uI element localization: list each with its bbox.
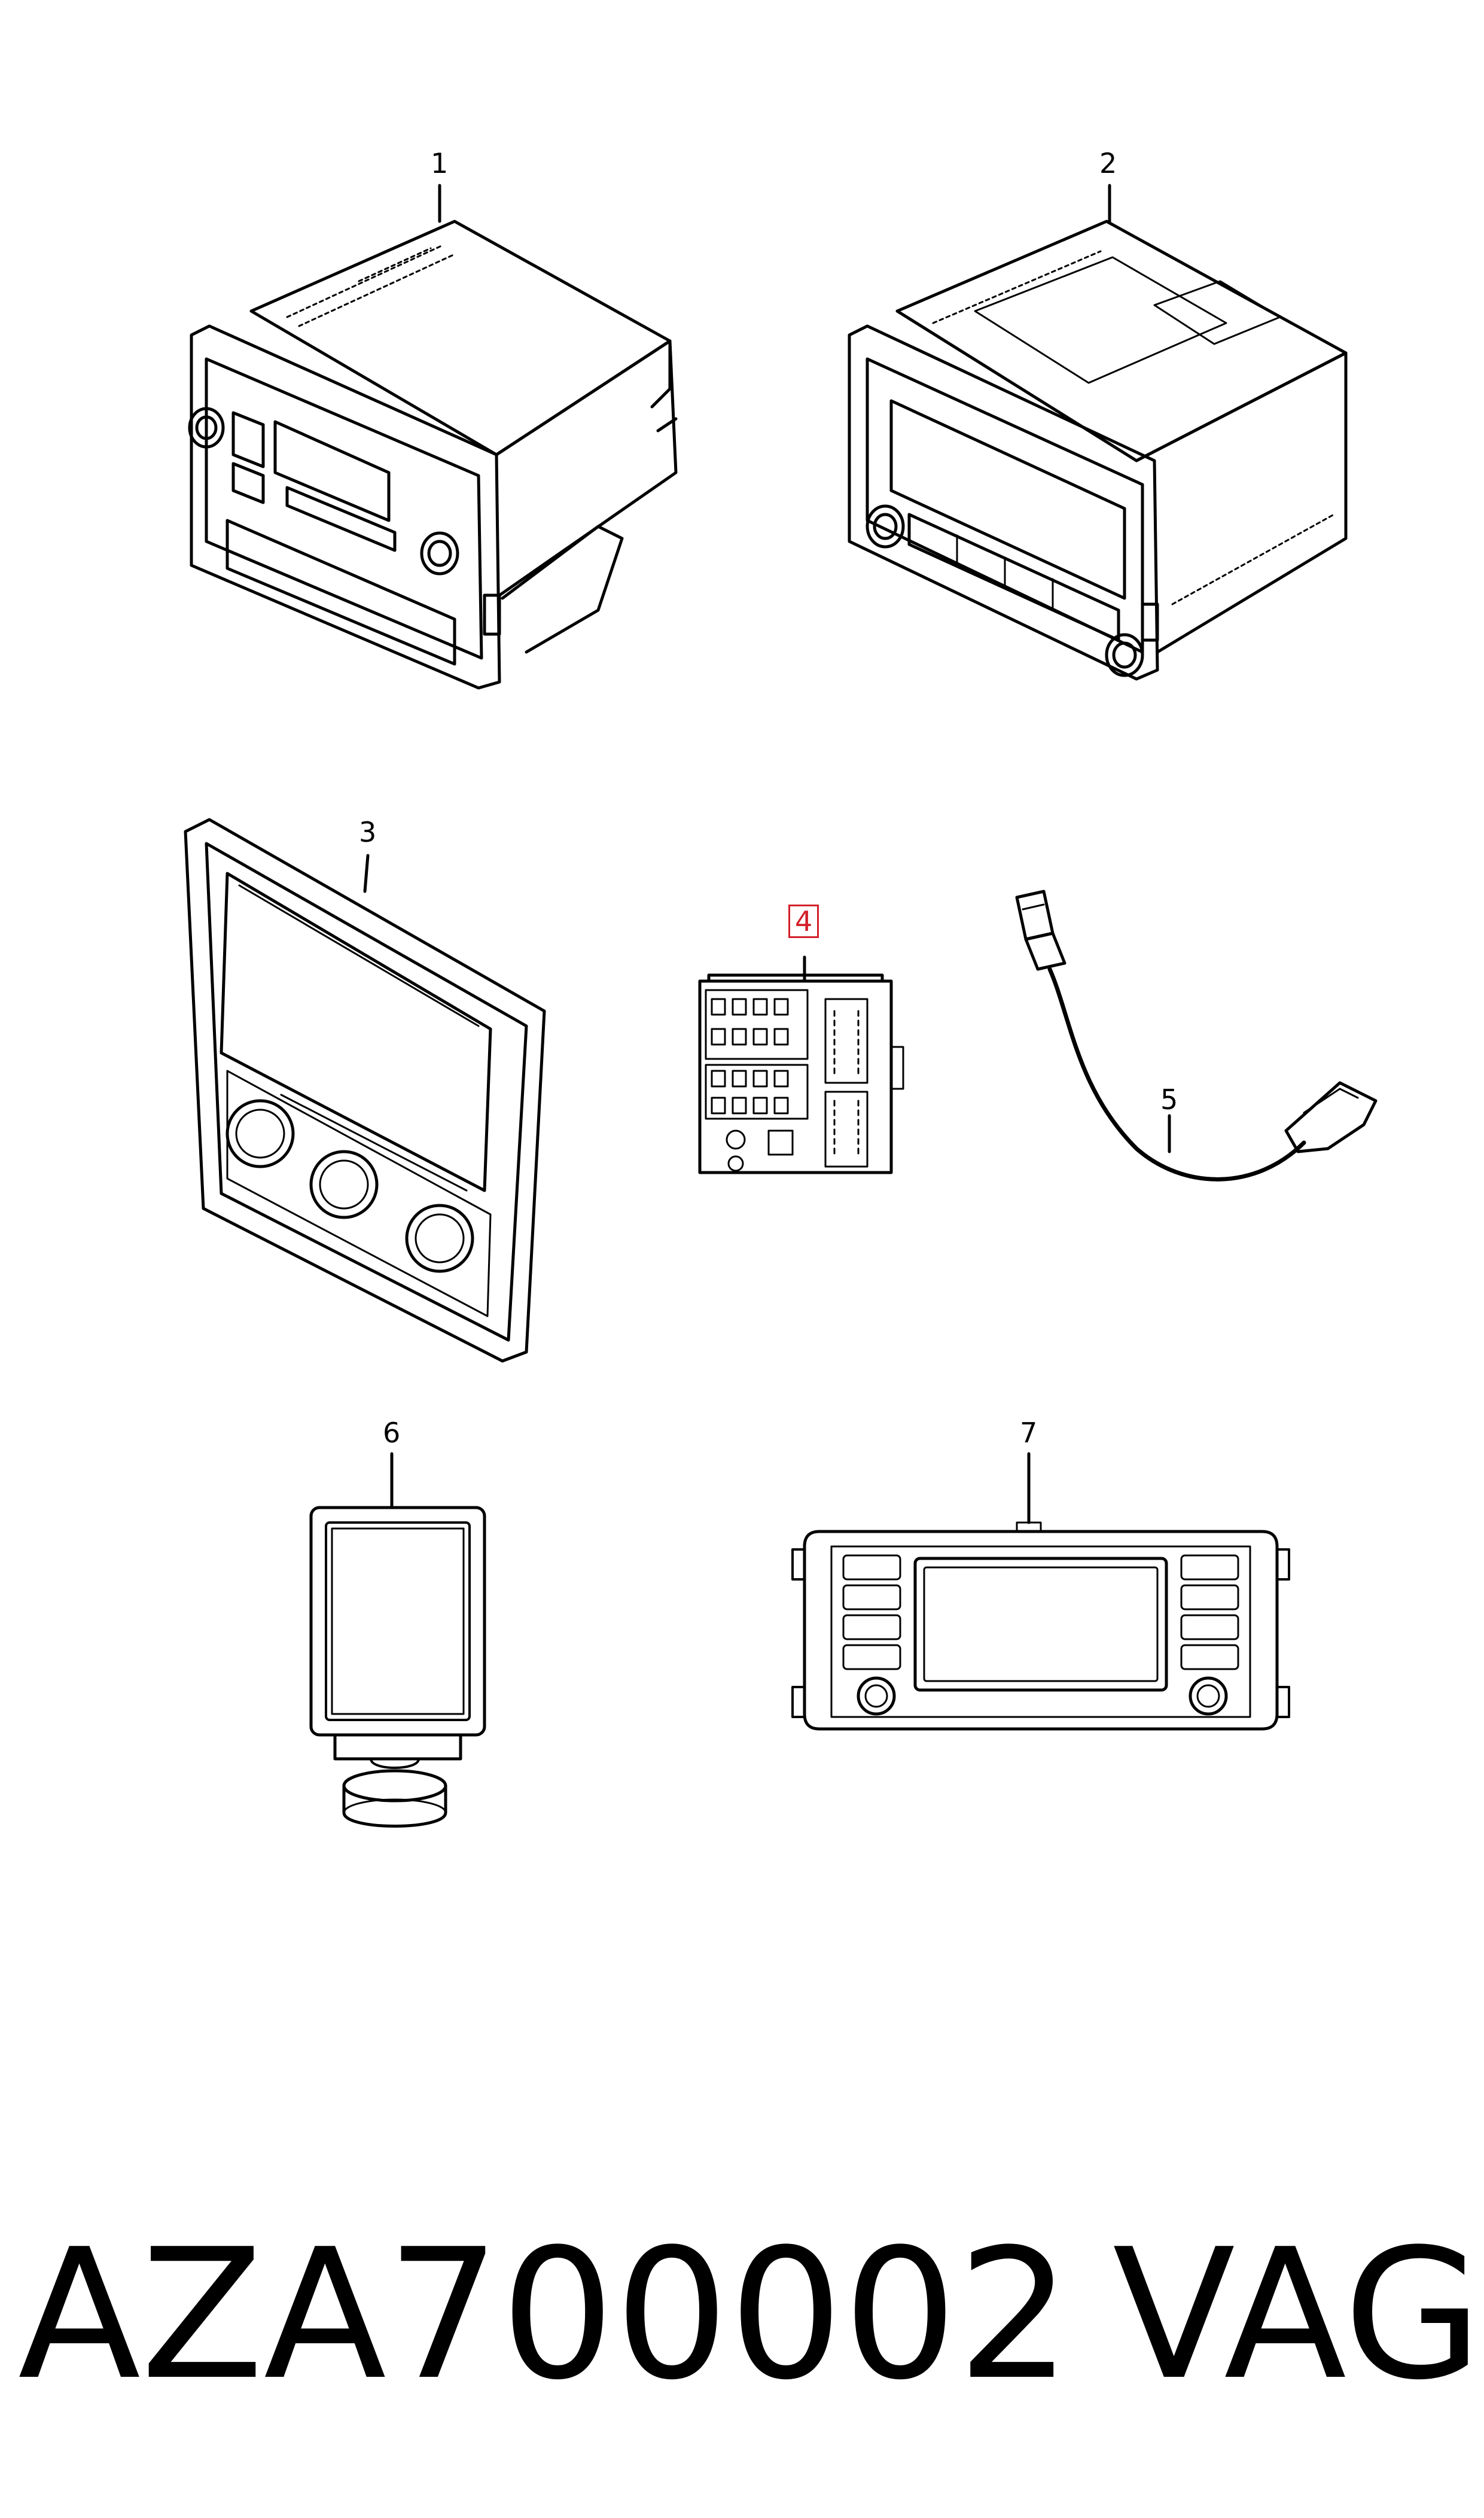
callout-7: 7 bbox=[1020, 1417, 1038, 1449]
callout-2: 2 bbox=[1099, 147, 1117, 179]
callout-3-leader bbox=[363, 854, 370, 893]
part-2-radio-cd-unit bbox=[848, 184, 1348, 681]
part-1-radio-unit bbox=[188, 184, 678, 690]
part-4-connector-adapter bbox=[698, 955, 904, 1174]
callout-3: 3 bbox=[359, 816, 377, 848]
part-6-navigation-device bbox=[309, 1452, 486, 1828]
part-5-usb-cable bbox=[1015, 890, 1378, 1182]
brand-label: VAG bbox=[1113, 2211, 1483, 2419]
part-3-trim-panel bbox=[184, 818, 546, 1363]
part-7-infotainment-unit bbox=[791, 1452, 1290, 1731]
callout-4-highlighted[interactable]: 4 bbox=[788, 905, 819, 938]
callout-1: 1 bbox=[431, 147, 449, 179]
part-number-label: AZA700002 bbox=[18, 2211, 1072, 2419]
callout-5: 5 bbox=[1160, 1083, 1178, 1116]
callout-6: 6 bbox=[383, 1417, 401, 1449]
